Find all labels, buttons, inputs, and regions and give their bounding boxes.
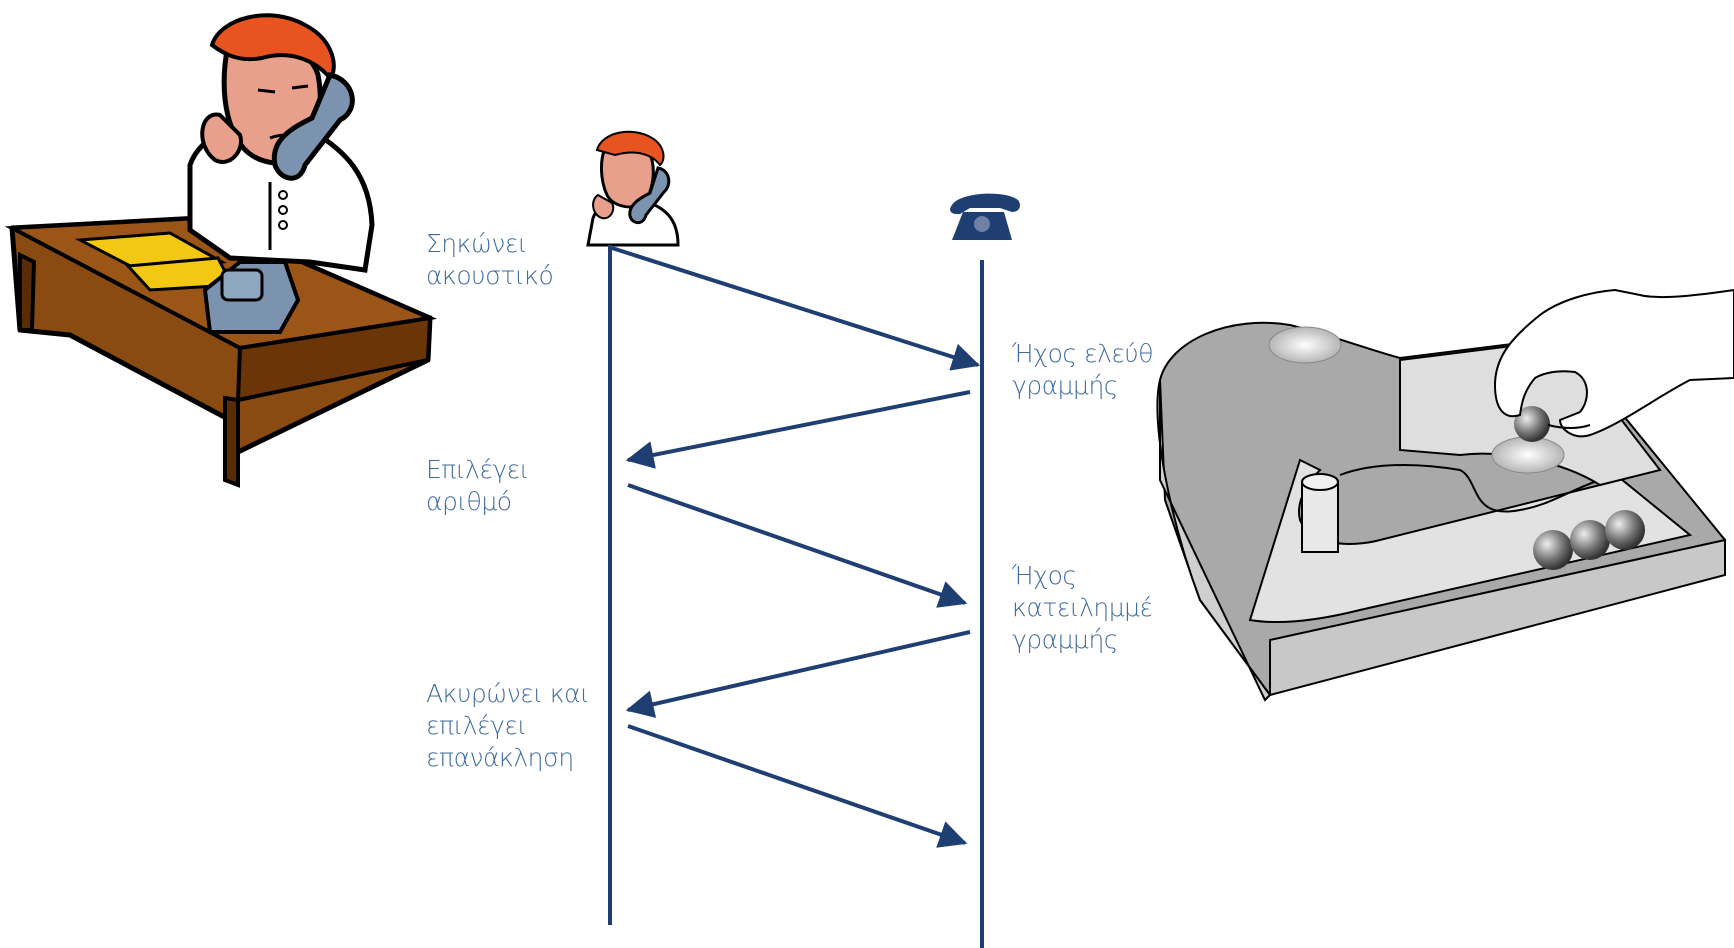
event-label-offhook: Σηκώνει ακουστικό [426,228,554,292]
arrow-busy-tone [625,630,971,718]
event-line: γραμμής [1012,371,1118,400]
event-line: ακουστικό [426,261,554,290]
event-label-redial: Ακυρώνει και επιλέγει επανάκληση [426,678,590,774]
event-line: Ακυρώνει και [426,679,590,708]
arrow-dialtone [625,390,971,469]
desk-graphic [4,215,438,488]
arrow-offhook [611,246,981,371]
arrow-redial [627,724,968,848]
event-line: επανάκληση [426,743,574,772]
hand-graphic [1493,288,1734,438]
arrow-dial-number [627,483,968,608]
event-line: επιλέγει [426,711,527,740]
event-line: κατειλημμέ [1012,593,1153,622]
event-line: Επιλέγει [426,455,529,484]
event-line: Ήχος [1012,561,1077,590]
event-line: Σηκώνει [426,229,528,258]
event-line: Ήχος ελεύθ [1012,339,1154,368]
event-label-dial: Επιλέγει αριθμό [426,454,529,518]
event-line: αριθμό [426,487,512,516]
event-label-busytone: Ήχος κατειλημμέ γραμμής [1012,560,1153,656]
man-graphic [187,13,375,273]
event-label-dialtone: Ήχος ελεύθ γραμμής [1012,338,1154,402]
event-line: γραμμής [1012,625,1118,654]
